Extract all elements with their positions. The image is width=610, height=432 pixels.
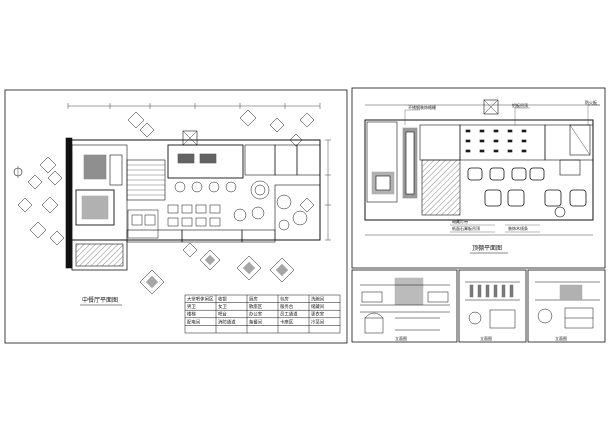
ceiling-plan-labels: 不锈钢装饰格栅 铝板吊顶 防火板 暗藏灯带 纸面石膏板吊顶 装饰木线条 顶棚平面… [408, 99, 597, 254]
sheet-elevation-a [351, 269, 458, 343]
legend-item: 女卫 [218, 303, 227, 310]
legend-item: 洗碗间 [311, 296, 324, 303]
ceiling-callout: 防火板 [585, 99, 597, 105]
legend-item: 卡座区 [280, 318, 294, 325]
room-legend-items: 大堂吧休闲区 收银 厨房 包房 洗碗间 男卫 女卫 散座区 服务台 储藏间 楼梯… [187, 296, 325, 326]
ceiling-callout: 纸面石膏板吊顶 [452, 225, 480, 231]
sheet-elevation-c [527, 269, 606, 343]
elevation-b-title: 立面图 [480, 335, 492, 341]
ceiling-callout: 不锈钢装饰格栅 [408, 104, 436, 110]
legend-item: 员工通道 [280, 311, 298, 318]
legend-item: 吧台 [218, 311, 227, 318]
legend-item: 服务台 [280, 303, 294, 310]
ceiling-plan-title: 顶棚平面图 [472, 244, 502, 252]
detail-callout-diamonds [17, 109, 315, 295]
legend-item: 冷菜间 [311, 318, 324, 325]
legend-item: 配电间 [187, 318, 200, 325]
sheet-floor-plan-border [4, 89, 348, 344]
elevation-a-title: 立面图 [395, 335, 407, 341]
legend-item: 消防通道 [218, 318, 236, 325]
legend-item: 收银 [218, 296, 227, 303]
legend-item: 备餐间 [249, 318, 262, 325]
ceiling-callout: 暗藏灯带 [452, 218, 468, 224]
legend-item: 厨房 [249, 296, 258, 303]
sheet-ceiling-plan-border [351, 87, 606, 269]
ceiling-callout: 装饰木线条 [508, 225, 528, 231]
legend-item: 储藏间 [311, 303, 324, 310]
legend-item: 更衣室 [311, 311, 325, 318]
sheet-ceiling-plan [351, 87, 606, 269]
legend-item: 男卫 [187, 304, 196, 310]
sheet-elevation-b [458, 269, 527, 343]
ceiling-callout: 铝板吊顶 [512, 102, 528, 108]
room-legend-table [184, 294, 341, 334]
dining-tables [127, 180, 308, 239]
legend-item: 办公室 [249, 311, 263, 318]
elevation-c-title: 立面图 [555, 335, 567, 341]
sheet-floor-plan [4, 89, 348, 344]
legend-item: 大堂吧休闲区 [187, 296, 214, 303]
legend-item: 包房 [280, 296, 289, 303]
legend-item: 楼梯 [187, 311, 196, 318]
floor-plan-title-block: 中餐厅平面图 [80, 296, 122, 306]
floor-plan-title: 中餐厅平面图 [82, 296, 118, 304]
legend-item: 散座区 [249, 303, 263, 310]
